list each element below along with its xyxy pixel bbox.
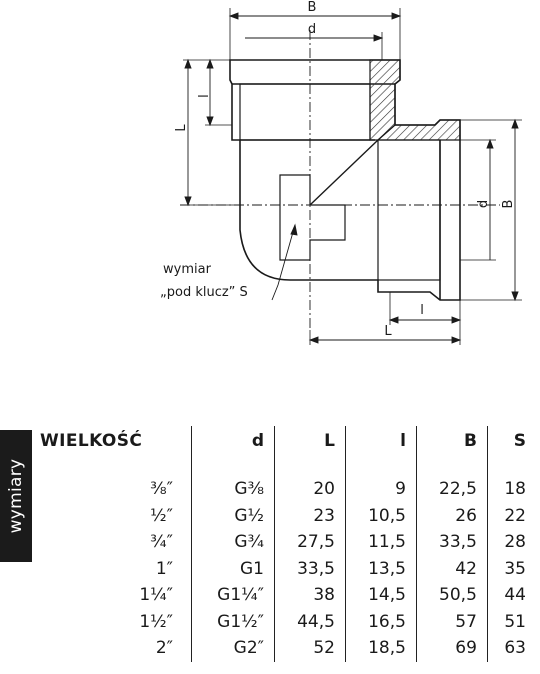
cell-S: 35 xyxy=(486,555,536,582)
cell-B: 42 xyxy=(415,555,488,582)
cell-d: G1½″ xyxy=(190,608,275,635)
dim-label-B-right: B xyxy=(501,200,516,209)
cell-S: 63 xyxy=(486,635,536,662)
cell-size: ⅜″ xyxy=(150,479,173,500)
cell-L: 52 xyxy=(274,635,346,662)
cell-d: G1¼″ xyxy=(190,582,275,609)
dim-label-l-bottom: l xyxy=(420,303,424,318)
cell-l: 13,5 xyxy=(344,555,417,582)
cell-size: 1¼″ xyxy=(139,585,173,606)
col-header-S: S xyxy=(486,426,536,456)
extension-lines xyxy=(183,8,522,345)
cell-size: ½″ xyxy=(150,505,173,526)
cell-B: 26 xyxy=(415,502,488,529)
side-tab-wymiary: wymiary xyxy=(0,430,32,562)
elbow-fitting-drawing: B d l L d B l L wymiar „pod klucz” S xyxy=(160,0,522,345)
inner-hex-outline xyxy=(279,174,346,261)
center-diagonal xyxy=(309,139,379,206)
cell-d: G⅜ xyxy=(190,476,275,503)
dimension-lines xyxy=(184,12,519,344)
col-header-wielkosc: WIELKOŚĆ xyxy=(40,431,143,451)
cell-size: ¾″ xyxy=(150,532,173,553)
cell-l: 10,5 xyxy=(344,502,417,529)
dimensions-table: WIELKOŚĆ d L l B S ⅜″ G⅜ 20 9 22,5 18 ½″… xyxy=(40,426,536,662)
hatched-section-top xyxy=(369,59,401,141)
cell-S: 44 xyxy=(486,582,536,609)
dim-label-B-top: B xyxy=(308,0,317,15)
cell-size: 2″ xyxy=(155,638,173,659)
table-row: ⅜″ G⅜ 20 9 22,5 18 xyxy=(40,476,536,503)
note-wymiar: wymiar xyxy=(163,262,212,277)
cell-B: 33,5 xyxy=(415,529,488,556)
cell-l: 11,5 xyxy=(344,529,417,556)
cell-B: 50,5 xyxy=(415,582,488,609)
cell-d: G¾ xyxy=(190,529,275,556)
note-leader xyxy=(271,224,296,301)
cell-L: 20 xyxy=(274,476,346,503)
dim-label-L-left: L xyxy=(174,124,189,132)
table-row: 2″ G2″ 52 18,5 69 63 xyxy=(40,635,536,662)
cell-S: 28 xyxy=(486,529,536,556)
col-header-B: B xyxy=(415,426,488,456)
body-outer-contour xyxy=(229,59,461,301)
cell-S: 18 xyxy=(486,476,536,503)
table-row: 1¼″ G1¼″ 38 14,5 50,5 44 xyxy=(40,582,536,609)
cell-l: 18,5 xyxy=(344,635,417,662)
cell-L: 38 xyxy=(274,582,346,609)
right-socket-bore xyxy=(377,139,441,281)
table-spacer-row xyxy=(40,456,536,476)
col-header-l: l xyxy=(344,426,417,456)
table-row: ½″ G½ 23 10,5 26 22 xyxy=(40,502,536,529)
dim-label-d-right: d xyxy=(476,200,491,208)
cell-L: 27,5 xyxy=(274,529,346,556)
side-tab-label: wymiary xyxy=(6,458,26,534)
cell-L: 23 xyxy=(274,502,346,529)
dim-label-L-bottom: L xyxy=(384,324,392,339)
cell-l: 16,5 xyxy=(344,608,417,635)
note-pod-klucz: „pod klucz” S xyxy=(160,285,248,300)
cell-S: 51 xyxy=(486,608,536,635)
cell-d: G½ xyxy=(190,502,275,529)
table-row: 1½″ G1½″ 44,5 16,5 57 51 xyxy=(40,608,536,635)
col-header-L: L xyxy=(274,426,346,456)
dim-label-d-top: d xyxy=(308,22,316,37)
cell-d: G2″ xyxy=(190,635,275,662)
table-row: 1″ G1 33,5 13,5 42 35 xyxy=(40,555,536,582)
cell-L: 44,5 xyxy=(274,608,346,635)
col-header-d: d xyxy=(190,426,275,456)
center-lines xyxy=(180,30,500,330)
table-header-row: WIELKOŚĆ d L l B S xyxy=(40,426,536,456)
cell-size: 1½″ xyxy=(139,611,173,632)
cell-S: 22 xyxy=(486,502,536,529)
cell-L: 33,5 xyxy=(274,555,346,582)
cell-l: 14,5 xyxy=(344,582,417,609)
cell-B: 22,5 xyxy=(415,476,488,503)
cell-B: 57 xyxy=(415,608,488,635)
table-row: ¾″ G¾ 27,5 11,5 33,5 28 xyxy=(40,529,536,556)
cell-B: 69 xyxy=(415,635,488,662)
cell-d: G1 xyxy=(190,555,275,582)
cell-l: 9 xyxy=(344,476,417,503)
cell-size: 1″ xyxy=(155,558,173,579)
dim-label-l-left: l xyxy=(197,94,212,98)
top-socket-bore xyxy=(239,83,371,141)
fitting-body xyxy=(229,59,461,301)
